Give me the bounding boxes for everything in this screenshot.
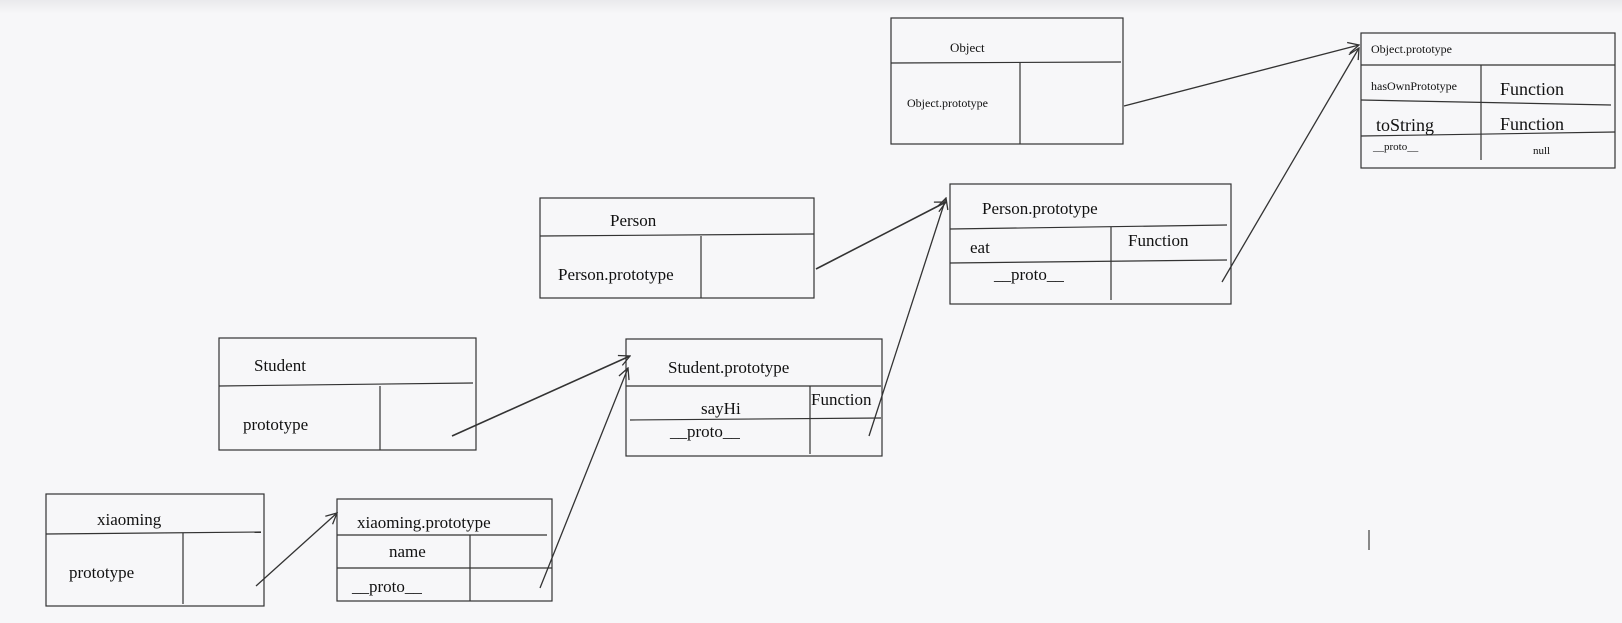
student-key: prototype (243, 415, 309, 434)
object-key: Object.prototype (907, 96, 988, 110)
student-box (218, 337, 477, 451)
student-prototype-value: Function (811, 390, 872, 409)
text-cursor (1368, 530, 1370, 550)
person-prototype-key: __proto__ (994, 265, 1064, 284)
xiaoming-key: prototype (69, 563, 135, 582)
object-prototype-key: hasOwnPrototype (1371, 79, 1457, 93)
xiaoming-box (45, 493, 265, 607)
object-prototype-key: toString (1376, 115, 1435, 135)
arrow-person-proto-to-object-prototype (1221, 48, 1359, 283)
arrow-person-to-person-prototype (815, 201, 946, 270)
student-title: Student (254, 356, 306, 375)
xiaoming-title: xiaoming (97, 510, 162, 529)
arrow-student-proto-to-person-prototype (868, 198, 946, 437)
object-prototype-value: Function (1500, 114, 1565, 134)
arrow-object-to-object-prototype (1123, 45, 1359, 107)
xiaoming-prototype-key: name (389, 542, 426, 561)
object-title: Object (950, 40, 985, 55)
object-prototype-key: __proto__ (1373, 141, 1419, 153)
object-box (890, 17, 1124, 145)
person-key: Person.prototype (558, 265, 674, 284)
person-prototype-key: eat (970, 238, 990, 257)
student-prototype-key: __proto__ (670, 422, 740, 441)
arrow-xiaoming-to-xiaoming-prototype (255, 513, 337, 587)
object-prototype-title: Object.prototype (1371, 42, 1452, 56)
arrow-xiaoming-proto-to-student-prototype (539, 368, 628, 589)
arrow-student-to-student-prototype (451, 356, 630, 437)
person-box (539, 197, 815, 299)
xiaoming-prototype-title: xiaoming.prototype (357, 513, 491, 532)
person-title: Person (610, 211, 657, 230)
student-prototype-title: Student.prototype (668, 358, 790, 377)
window-top-shadow (0, 0, 1622, 14)
student-prototype-key: sayHi (701, 399, 741, 418)
object-prototype-box (1360, 32, 1616, 169)
object-prototype-value: null (1533, 145, 1551, 157)
xiaoming-prototype-key: __proto__ (352, 577, 422, 596)
object-prototype-value: Function (1500, 79, 1565, 99)
xiaoming-prototype-box (336, 498, 553, 602)
person-prototype-value: Function (1128, 231, 1189, 250)
person-prototype-title: Person.prototype (982, 199, 1098, 218)
person-prototype-box (949, 183, 1232, 305)
